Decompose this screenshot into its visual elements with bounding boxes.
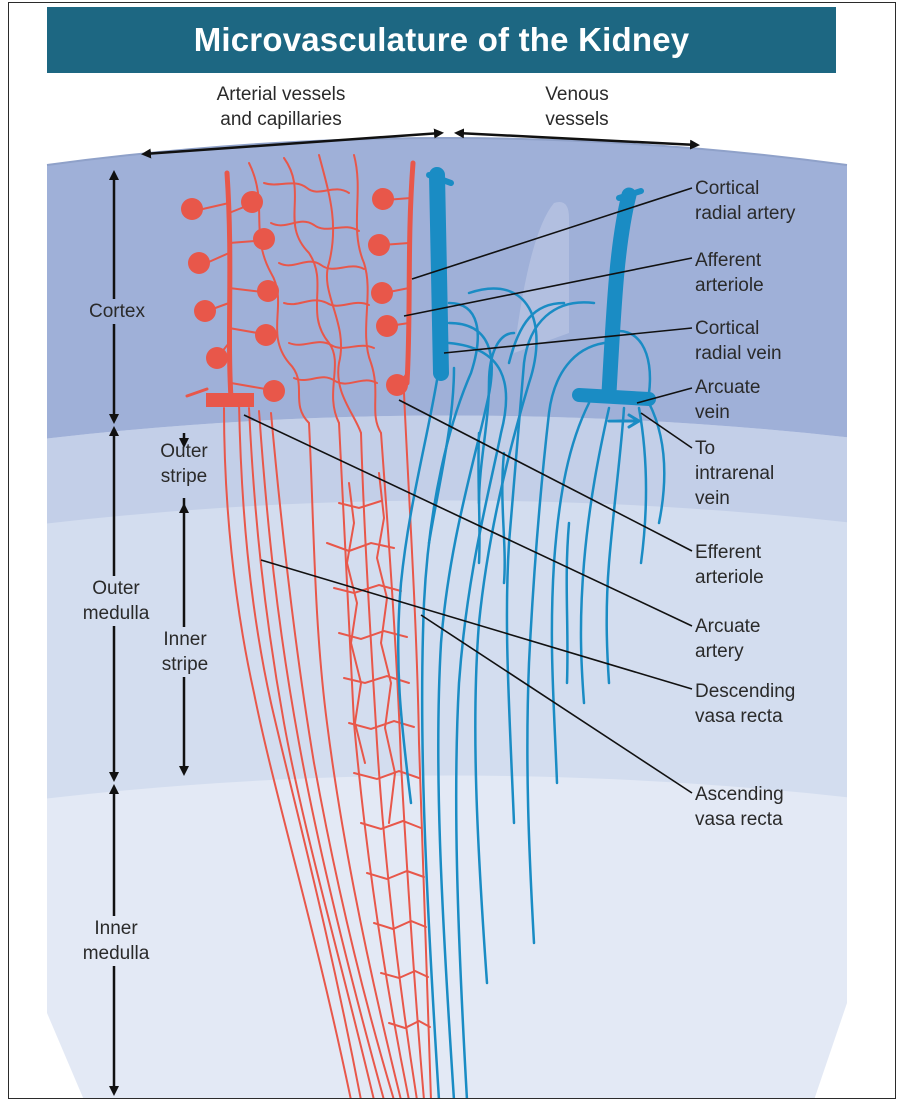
cortex-label: Cortex — [67, 299, 167, 324]
arterial-vessels-label: Arterial vessels and capillaries — [181, 82, 381, 132]
glomerulus — [188, 252, 210, 274]
inner-stripe-label: Inner stripe — [145, 627, 225, 677]
arcuate-vein — [579, 395, 649, 399]
glomerulus — [206, 347, 228, 369]
diagram-frame: Microvasculature of the Kidney Arterial … — [8, 2, 896, 1099]
title-bar: Microvasculature of the Kidney — [47, 7, 836, 73]
cortical-radial-vein-left — [437, 175, 441, 373]
glomerulus — [368, 234, 390, 256]
glomerulus — [263, 380, 285, 402]
glomerulus — [253, 228, 275, 250]
arcuate-artery-label: Arcuate artery — [695, 614, 760, 664]
glomerulus — [181, 198, 203, 220]
glomerulus — [386, 374, 408, 396]
cortical-radial-artery-label: Cortical radial artery — [695, 176, 795, 226]
inner-medulla-label: Inner medulla — [61, 916, 171, 966]
outer-stripe-label: Outer stripe — [144, 439, 224, 489]
glomerulus — [257, 280, 279, 302]
afferent-arteriole-label: Afferent arteriole — [695, 248, 764, 298]
cortical-radial-artery-left — [227, 173, 231, 398]
glomerulus — [255, 324, 277, 346]
efferent-arteriole-label: Efferent arteriole — [695, 540, 764, 590]
glomerulus — [194, 300, 216, 322]
venous-vessels-label: Venous vessels — [517, 82, 637, 132]
glomerulus — [376, 315, 398, 337]
descending-vasa-recta-label: Descending vasa recta — [695, 679, 795, 729]
ascending-vasa-recta-label: Ascending vasa recta — [695, 782, 784, 832]
cortical-radial-vein-label: Cortical radial vein — [695, 316, 782, 366]
glomerulus — [241, 191, 263, 213]
arcuate-vein-label: Arcuate vein — [695, 375, 760, 425]
to-intrarenal-vein-label: To intrarenal vein — [695, 436, 774, 511]
diagram-title: Microvasculature of the Kidney — [194, 21, 690, 59]
glomerulus — [372, 188, 394, 210]
outer-medulla-label: Outer medulla — [61, 576, 171, 626]
glomerulus — [371, 282, 393, 304]
arcuate-artery-stub — [206, 393, 254, 407]
